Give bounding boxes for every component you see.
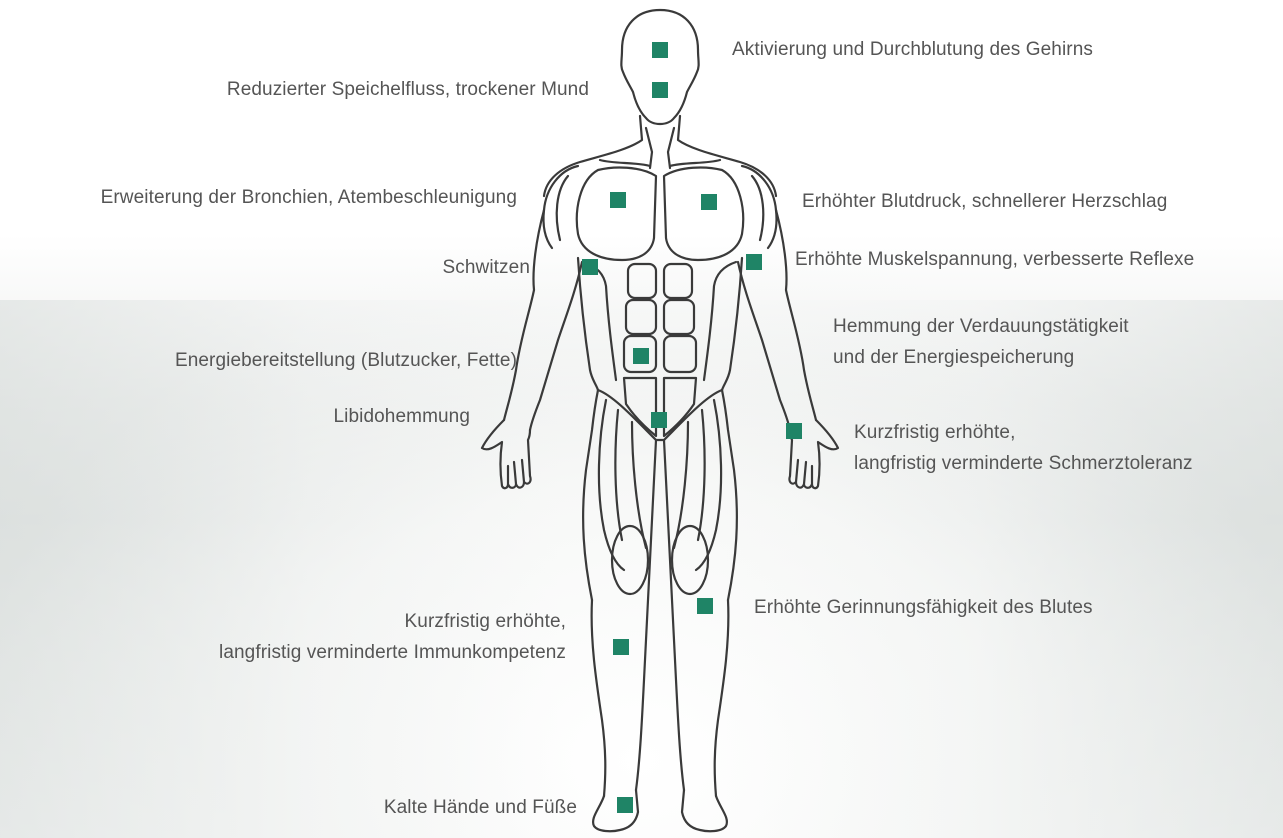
marker-foot <box>617 797 633 813</box>
label-heart: Erhöhter Blutdruck, schnellerer Herzschl… <box>802 186 1167 217</box>
ab-3r <box>664 336 696 372</box>
marker-armpit <box>582 259 598 275</box>
left-upper-arm <box>504 210 544 420</box>
marker-lungs <box>610 192 626 208</box>
label-immune-line2: langfristig verminderte Immunkompetenz <box>219 637 566 668</box>
left-hand <box>482 420 531 488</box>
marker-hand <box>786 423 802 439</box>
head-outline <box>621 10 698 124</box>
right-pectoral <box>664 168 743 260</box>
ab-2l <box>626 300 656 334</box>
ab-1r <box>664 264 692 298</box>
left-knee <box>612 526 648 594</box>
label-pain: Kurzfristig erhöhte, langfristig vermind… <box>854 417 1193 479</box>
label-cold: Kalte Hände und Füße <box>384 792 577 823</box>
marker-mouth <box>652 82 668 98</box>
label-digestion-line1: Hemmung der Verdauungstätigkeit <box>833 311 1129 342</box>
label-immune: Kurzfristig erhöhte, langfristig vermind… <box>219 606 566 668</box>
left-pectoral <box>577 168 656 260</box>
ab-2r <box>664 300 694 334</box>
label-sweat: Schwitzen <box>443 252 531 283</box>
right-foot <box>682 790 727 831</box>
label-digestion-line2: und der Energiespeicherung <box>833 342 1129 373</box>
ab-1l <box>628 264 656 298</box>
right-knee <box>672 526 708 594</box>
marker-thigh-left <box>613 639 629 655</box>
marker-heart <box>701 194 717 210</box>
neck-outline <box>544 116 642 196</box>
marker-arm-muscle <box>746 254 762 270</box>
marker-pelvis <box>651 412 667 428</box>
right-upper-arm <box>776 210 816 420</box>
torso-left <box>578 258 598 390</box>
label-libido: Libidohemmung <box>334 401 471 432</box>
label-bronchi: Erweiterung der Bronchien, Atembeschleun… <box>101 182 517 213</box>
torso-right <box>722 258 742 390</box>
label-pain-line1: Kurzfristig erhöhte, <box>854 417 1193 448</box>
marker-thigh-right <box>697 598 713 614</box>
marker-brain <box>652 42 668 58</box>
label-clotting: Erhöhte Gerinnungsfähigkeit des Blutes <box>754 592 1093 623</box>
label-muscle: Erhöhte Muskelspannung, verbesserte Refl… <box>795 244 1194 275</box>
label-energy: Energiebereitstellung (Blutzucker, Fette… <box>175 345 517 376</box>
label-brain: Aktivierung und Durchblutung des Gehirns <box>732 34 1093 65</box>
label-saliva: Reduzierter Speichelfluss, trockener Mun… <box>227 74 589 105</box>
marker-abdomen <box>633 348 649 364</box>
label-digestion: Hemmung der Verdauungstätigkeit und der … <box>833 311 1129 373</box>
label-immune-line1: Kurzfristig erhöhte, <box>219 606 566 637</box>
label-pain-line2: langfristig verminderte Schmerztoleranz <box>854 448 1193 479</box>
